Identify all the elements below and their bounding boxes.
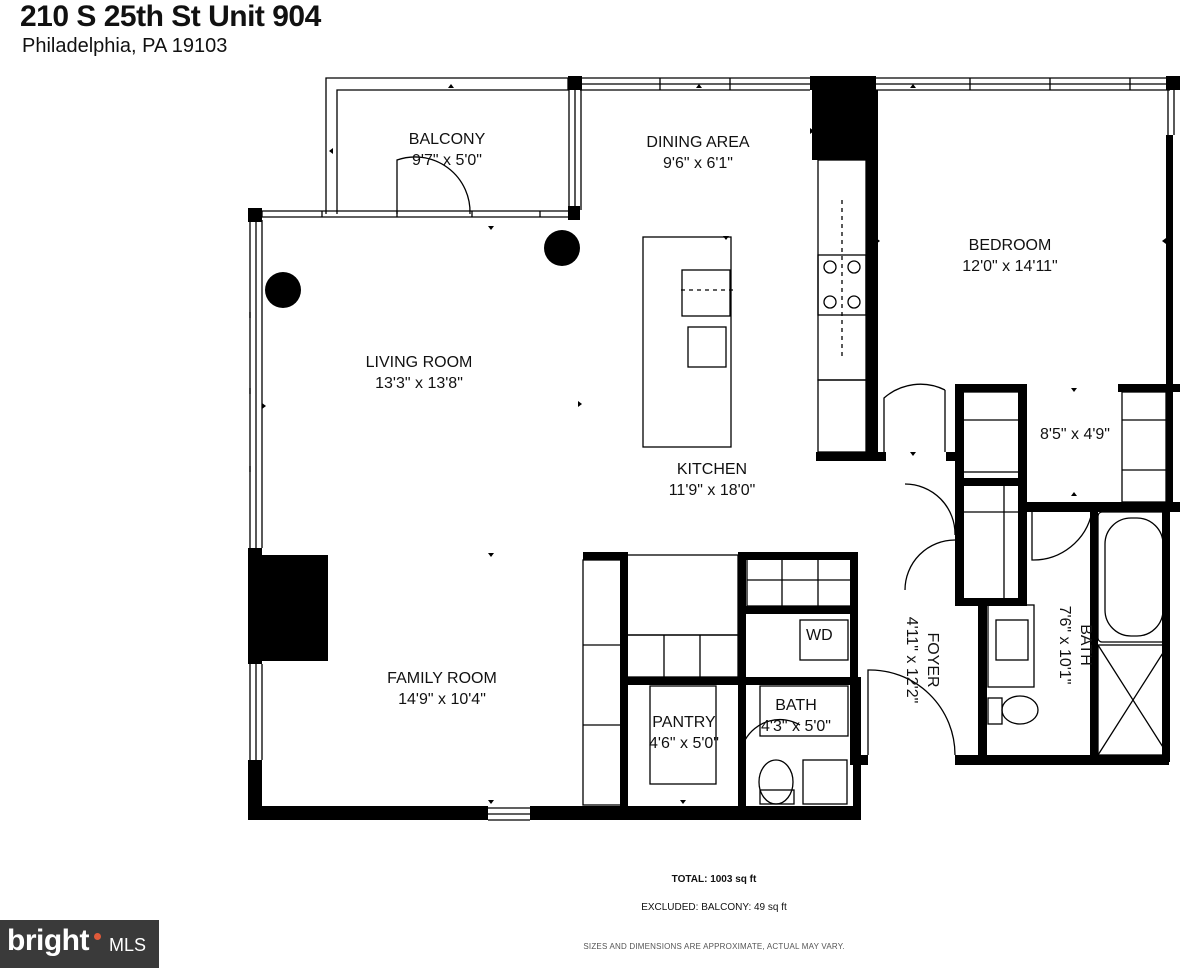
listing-address: 210 S 25th St Unit 904 [20,0,321,33]
logo-dot-icon [94,933,101,940]
washer-dryer-label: WD [806,627,833,644]
listing-city: Philadelphia, PA 19103 [22,35,228,57]
total-area: TOTAL: 1003 sq ft [671,874,757,885]
bright-mls-logo: bright MLS [0,920,159,968]
logo-suffix: MLS [109,935,147,955]
disclaimer: SIZES AND DIMENSIONS ARE APPROXIMATE, AC… [583,942,845,951]
room-closet-label: 8'5" x 4'9" [1040,426,1110,443]
excluded-area: EXCLUDED: BALCONY: 49 sq ft [641,902,787,913]
logo-brand: bright [7,924,89,957]
